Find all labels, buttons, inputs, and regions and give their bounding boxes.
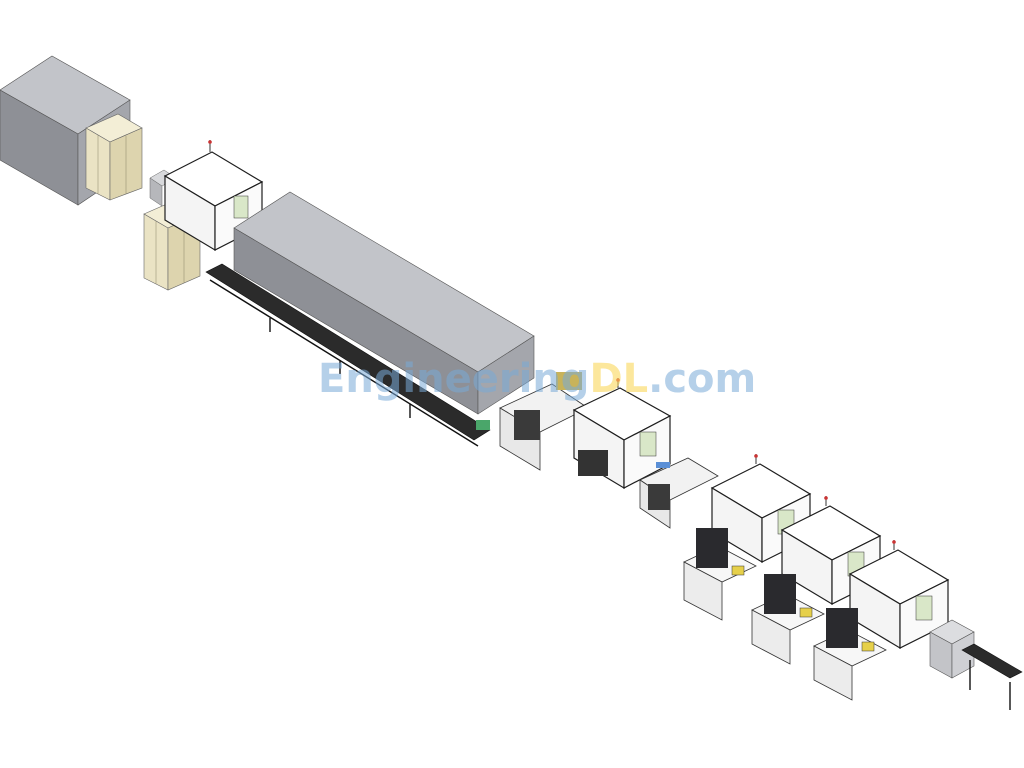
output-conveyor (961, 643, 1023, 710)
feeder-1 (683, 528, 757, 621)
oven-enclosure-long (233, 191, 535, 415)
output-cabinet (929, 619, 975, 679)
feeder-3 (813, 608, 887, 701)
feeder-2 (751, 574, 825, 665)
control-cabinet-1 (85, 113, 143, 201)
assembly-station-1 (163, 140, 264, 252)
assembly-station-4 (780, 496, 882, 606)
assembly-station-5 (848, 540, 950, 650)
assembly-station-2 (572, 378, 672, 490)
robot-cell-2 (639, 457, 719, 529)
long-conveyor (205, 263, 491, 447)
robot-cell-1 (499, 372, 589, 471)
